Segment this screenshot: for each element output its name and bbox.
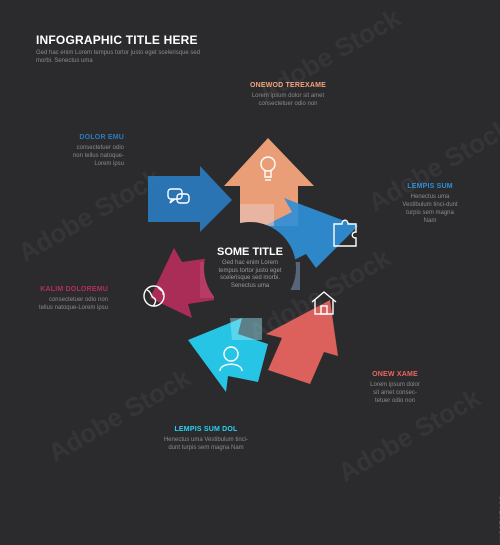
segment-heading: LEMPIS SUM DOL — [174, 426, 238, 433]
segment-heading: ONEWOD TEREXAME — [249, 82, 327, 89]
house-icon — [311, 291, 337, 315]
center-label: SOME TITLE Ged hac enim Lorem tempus tor… — [214, 246, 286, 290]
center-description: Ged hac enim Lorem tempus tortor justo e… — [218, 260, 282, 289]
segment-description: consectetuer odio non tellus natoque-Lor… — [38, 297, 108, 311]
segment-description: Henectus uma Vestibulum tinci-dunt turpi… — [402, 194, 458, 224]
center-circle — [204, 222, 296, 314]
segment-text-1: ONEWOD TEREXAME Lorem ipsum dolor sit am… — [248, 81, 328, 108]
segment-description: consectetuer odio non tellus natoque-Lor… — [72, 145, 124, 167]
segment-text-4: LEMPIS SUM DOL Henectus uma Vestibulum t… — [162, 425, 250, 452]
segment-heading: DOLOR EMU — [79, 134, 124, 141]
puzzle-icon — [333, 219, 357, 247]
infographic-page: Adobe Stock Adobe Stock Adobe Stock Adob… — [13, 2, 500, 544]
segment-description: Lorem ipsum dolor sit amet consectetuer … — [251, 93, 325, 107]
segment-text-5: KALIM DOLOREMU consectetuer odio non tel… — [38, 285, 108, 312]
segment-description: Lorem ipsum dolor sit amet consec-tetuer… — [370, 382, 420, 404]
globe-icon — [143, 285, 165, 307]
segment-text-2: LEMPIS SUM Henectus uma Vestibulum tinci… — [400, 182, 460, 225]
segment-text-6: DOLOR EMU consectetuer odio non tellus n… — [68, 133, 124, 168]
center-title: SOME TITLE — [217, 246, 283, 258]
chat-bubbles-icon — [167, 188, 190, 204]
arrow-cycle-diagram — [143, 138, 358, 392]
arrow-segment-6 — [148, 166, 232, 232]
arrow-segment-5 — [150, 248, 214, 318]
segment-heading: KALIM DOLOREMU — [40, 286, 108, 293]
arrow-segment-4 — [188, 318, 268, 392]
segment-heading: ONEW XAME — [372, 371, 418, 378]
user-icon — [219, 346, 243, 372]
segment-text-3: ONEW XAME Lorem ipsum dolor sit amet con… — [368, 370, 422, 405]
segment-description: Henectus uma Vestibulum tinci-dunt turpi… — [163, 437, 249, 451]
arrow-segment-3 — [266, 300, 338, 384]
page-subtitle: Ged hac enim Lorem tempus tortor justo e… — [36, 50, 201, 64]
lightbulb-icon — [260, 156, 276, 181]
page-title: INFOGRAPHIC TITLE HERE — [36, 33, 198, 47]
segment-heading: LEMPIS SUM — [407, 183, 453, 190]
